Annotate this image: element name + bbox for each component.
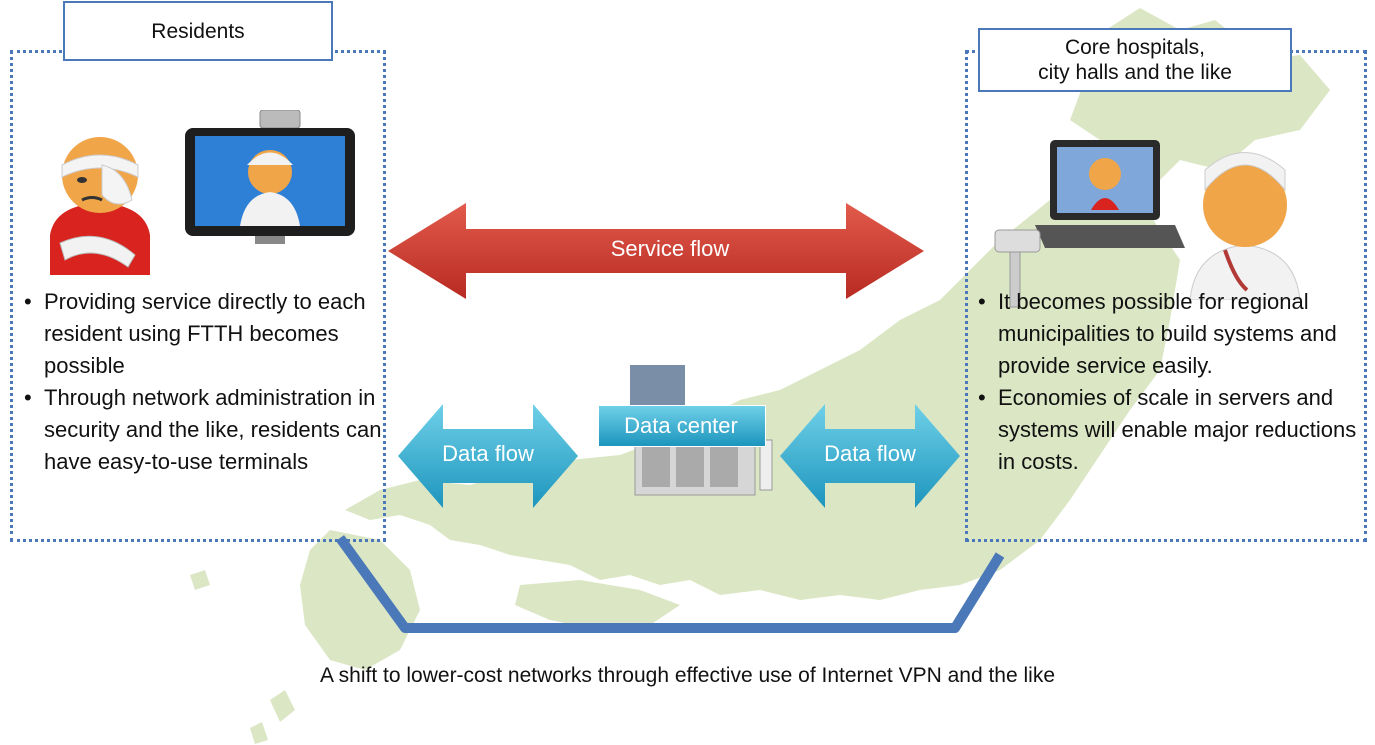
tv-monitor-icon <box>185 110 355 244</box>
hospitals-bullet-1: It becomes possible for regional municip… <box>978 286 1363 382</box>
hospitals-title: Core hospitals, city halls and the like <box>978 28 1292 92</box>
service-flow-arrow <box>388 203 924 299</box>
data-flow-right-label: Data flow <box>824 441 916 466</box>
data-center-label-box <box>598 405 766 447</box>
doctor-icon <box>1189 152 1301 300</box>
injured-resident-icon <box>50 137 150 275</box>
service-flow-label: Service flow <box>610 236 730 261</box>
residents-bullets: Providing service directly to each resid… <box>24 286 384 478</box>
laptop-icon <box>1035 140 1185 248</box>
data-flow-left-arrow <box>398 404 578 508</box>
data-flow-left-label: Data flow <box>442 441 534 466</box>
residents-title: Residents <box>63 1 333 61</box>
camera-icon <box>994 229 1041 308</box>
hospitals-bullet-2: Economies of scale in servers and system… <box>978 382 1363 478</box>
hospitals-bullets: It becomes possible for regional municip… <box>978 286 1363 478</box>
caption: A shift to lower-cost networks through e… <box>320 664 1055 687</box>
residents-bullet-1: Providing service directly to each resid… <box>24 286 384 382</box>
residents-bullet-2: Through network administration in securi… <box>24 382 384 478</box>
data-center-label: Data center <box>624 413 738 438</box>
data-flow-right-arrow <box>780 404 960 508</box>
